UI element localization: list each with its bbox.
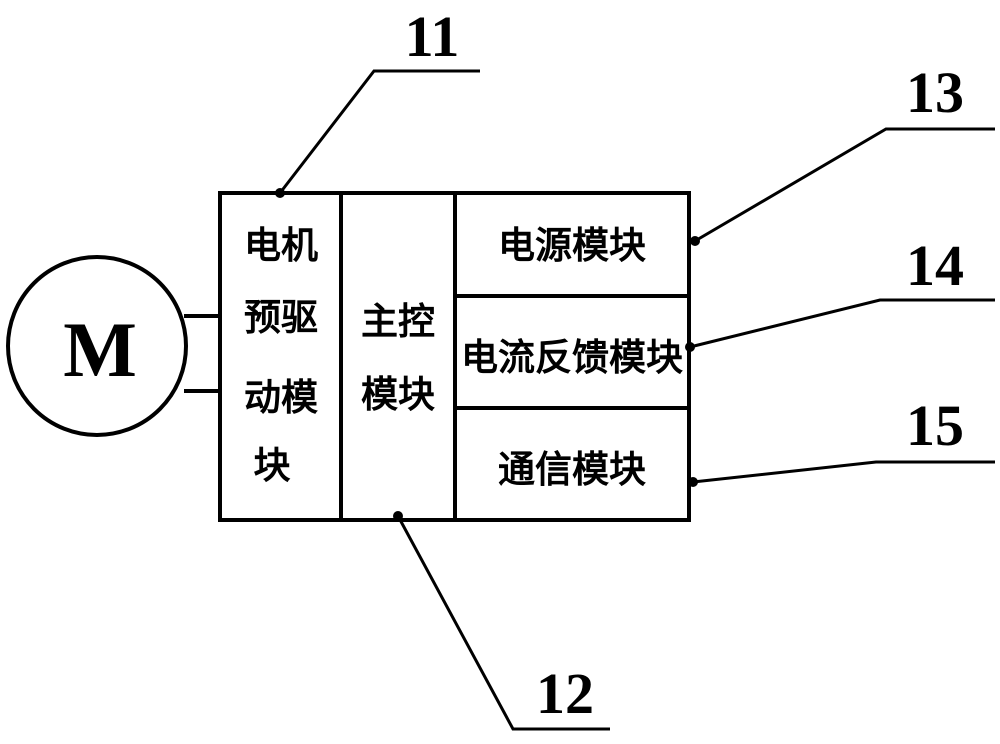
current-feedback-module-label: 电流反馈模块: [461, 336, 683, 379]
leader-11: 11: [275, 4, 480, 198]
predriver-line-4: 块: [254, 444, 291, 487]
ref-label-13: 13: [906, 60, 964, 125]
power-module-label: 电源模块: [498, 224, 646, 267]
leader-11-line: [280, 71, 480, 193]
predriver-module: 电机 预驱 动模 块: [244, 224, 318, 487]
leader-13: 13: [690, 60, 995, 246]
leader-14-line: [690, 300, 995, 347]
ref-label-11: 11: [405, 4, 460, 69]
leader-14: 14: [685, 233, 995, 352]
ref-label-12: 12: [536, 661, 594, 726]
motor: M: [8, 257, 186, 435]
motor-label: M: [63, 306, 137, 393]
leader-13-line: [695, 129, 995, 241]
predriver-line-1: 电机: [244, 224, 318, 267]
ref-label-14: 14: [906, 233, 964, 298]
communication-module-label: 通信模块: [498, 448, 646, 491]
main-control-module: 主控 模块: [361, 300, 435, 416]
predriver-line-2: 预驱: [244, 296, 318, 339]
main-control-line-1: 主控: [361, 300, 435, 343]
leader-12: 12: [393, 511, 610, 729]
main-control-line-2: 模块: [361, 373, 435, 416]
leader-15: 15: [688, 393, 995, 487]
predriver-line-3: 动模: [244, 376, 318, 419]
leader-15-line: [693, 462, 995, 482]
ref-label-15: 15: [906, 393, 964, 458]
